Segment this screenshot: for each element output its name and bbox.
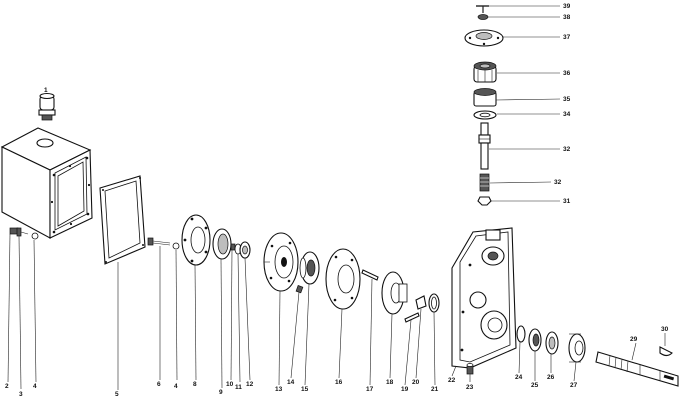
part-flange-plate: [325, 248, 361, 310]
callout-12: 12: [246, 381, 254, 388]
callout-36: 36: [563, 70, 571, 77]
callout-5: 5: [115, 391, 119, 398]
part-gear-18: [381, 271, 408, 315]
part-bolt-3: [16, 227, 29, 237]
part-gear-housing: [263, 232, 299, 292]
part-filler-cap: [38, 92, 56, 121]
callout-39: 39: [563, 3, 571, 10]
callout-27: 27: [570, 382, 578, 389]
part-washer-38: [477, 14, 489, 20]
callout-1: 1: [44, 87, 48, 94]
part-shaft-33: [478, 122, 491, 170]
callout-6: 6: [157, 381, 161, 388]
part-ring-24: [516, 325, 526, 343]
callout-37: 37: [563, 34, 571, 41]
callout-3: 3: [19, 391, 23, 398]
part-plug-31: [477, 196, 492, 206]
part-main-gear-case: [451, 227, 517, 369]
part-cover-plate: [181, 214, 211, 266]
callout-19: 19: [401, 386, 409, 393]
callout-13: 13: [275, 386, 283, 393]
part-snap-ring: [428, 293, 440, 313]
callout-23: 23: [466, 384, 474, 391]
part-seal-12: [239, 241, 251, 259]
part-gasket: [99, 175, 146, 265]
part-washer-4: [31, 232, 39, 240]
callout-14: 14: [287, 379, 295, 386]
callout-9: 9: [219, 389, 223, 396]
callout-4b: 4: [174, 383, 178, 390]
callout-20: 20: [412, 379, 420, 386]
callout-24: 24: [515, 374, 523, 381]
callout-16: 16: [335, 379, 343, 386]
callout-17: 17: [366, 386, 374, 393]
callout-29: 29: [630, 336, 638, 343]
part-cup-35: [473, 88, 497, 107]
part-bearing-cup-27: [568, 333, 586, 363]
leader-lines: [7, 5, 666, 390]
callout-21: 21: [431, 386, 439, 393]
part-key-10: [230, 243, 236, 251]
part-woodruff-key: [659, 346, 673, 357]
part-case-housing: [0, 127, 93, 239]
part-screw-39: [476, 5, 489, 13]
part-gear-15: [299, 251, 320, 285]
callout-25: 25: [531, 382, 539, 389]
callout-15: 15: [301, 386, 309, 393]
callout-11: 11: [235, 384, 242, 391]
part-key-19: [404, 312, 420, 323]
part-spring-32: [479, 173, 490, 192]
part-washer-26: [545, 331, 559, 355]
callout-22: 22: [448, 377, 456, 384]
part-disc-gasket: [212, 228, 232, 260]
callout-30: 30: [661, 326, 669, 333]
callout-32a: 32: [554, 179, 562, 186]
part-washer-34: [473, 110, 497, 120]
callout-31: 31: [563, 198, 571, 205]
callout-8: 8: [193, 381, 197, 388]
part-grease-fitting: [466, 363, 474, 375]
part-bearing-36: [473, 61, 497, 83]
part-cover-37: [464, 29, 504, 47]
part-bearing-25: [528, 328, 542, 352]
callout-32b: 32: [563, 146, 571, 153]
callout-10: 10: [226, 381, 234, 388]
callout-18: 18: [386, 379, 394, 386]
part-wedge-20: [415, 295, 427, 310]
callout-26: 26: [547, 374, 555, 381]
part-pin: [361, 269, 379, 281]
callout-labels: 1 2 3 4 4 5 6 8 9 10 11 12 13 14 15 16 1…: [5, 3, 669, 398]
part-output-shaft: [595, 351, 679, 387]
callout-38: 38: [563, 14, 571, 21]
callout-2: 2: [5, 383, 9, 390]
part-key-14: [295, 285, 304, 294]
callout-35: 35: [563, 96, 571, 103]
callout-34: 34: [563, 111, 571, 118]
part-lock-washer: [172, 242, 180, 250]
callout-4a: 4: [33, 383, 37, 390]
part-cap-screw: [147, 237, 171, 246]
